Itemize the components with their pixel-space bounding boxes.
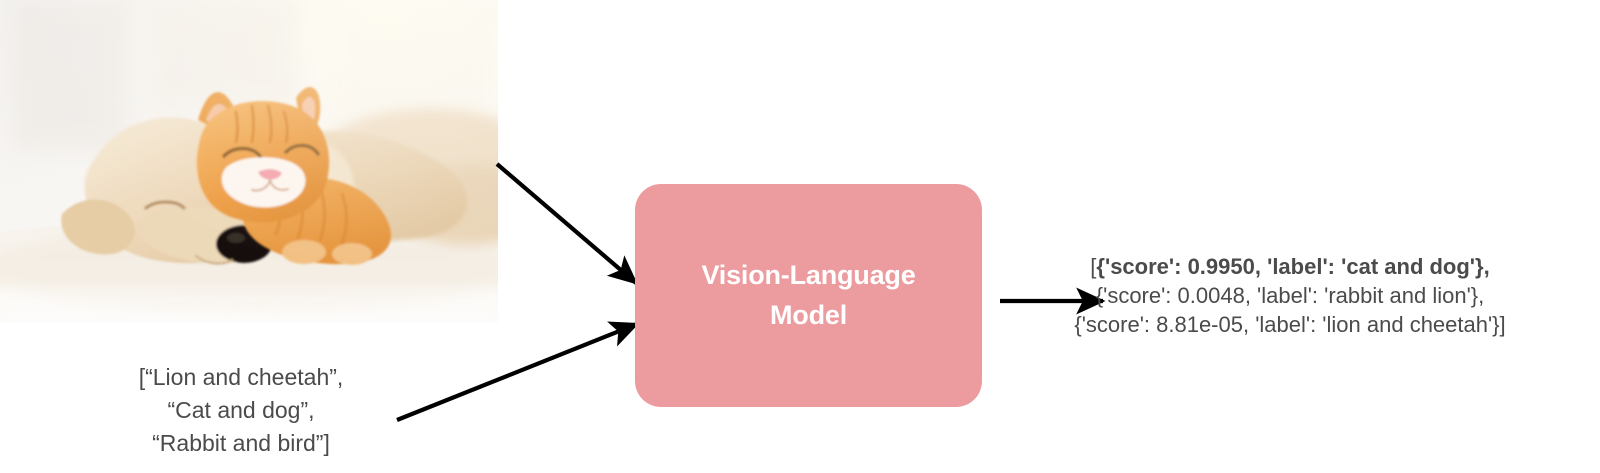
output-line-2: {'score': 0.0048, 'label': 'rabbit and l…	[1095, 283, 1485, 308]
output-predictions: [{'score': 0.9950, 'label': 'cat and dog…	[1020, 252, 1560, 339]
prompt-label-list: [“Lion and cheetah”, “Cat and dog”, “Rab…	[96, 361, 386, 460]
image-to-model-arrow	[495, 162, 638, 285]
prompt-line-3: “Rabbit and bird”]	[152, 430, 330, 456]
vision-language-model-box[interactable]: Vision-Language Model	[635, 184, 982, 407]
output-line-3: {'score': 8.81e-05, 'label': 'lion and c…	[1074, 312, 1506, 337]
puppy-and-kitten-photo	[0, 0, 498, 323]
output-prediction-1: {'score': 0.9950, 'label': 'cat and dog'…	[1096, 254, 1490, 279]
input-image	[0, 0, 498, 323]
model-box-label: Vision-Language Model	[701, 260, 916, 330]
output-open-bracket: [	[1090, 254, 1097, 279]
prompt-line-1: [“Lion and cheetah”,	[138, 364, 344, 390]
output-line-1: [{'score': 0.9950, 'label': 'cat and dog…	[1020, 252, 1560, 281]
prompt-to-model-arrow	[396, 321, 640, 422]
prompt-line-2: “Cat and dog”,	[167, 397, 315, 423]
